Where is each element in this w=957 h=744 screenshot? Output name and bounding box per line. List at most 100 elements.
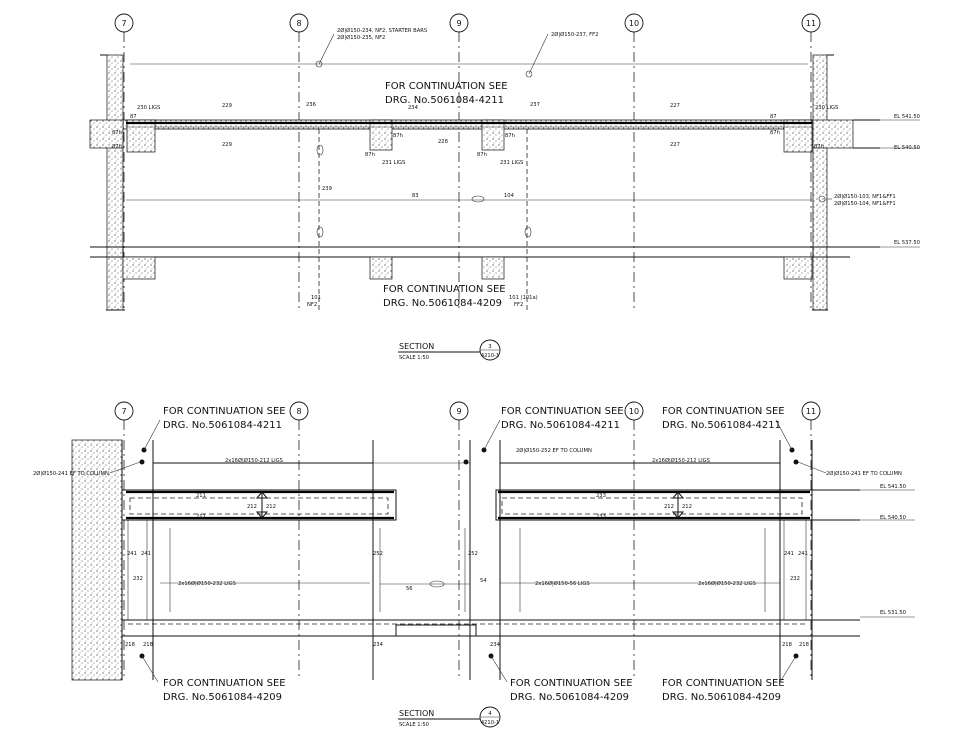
mark-236: 236	[306, 102, 316, 108]
section4-title: SECTION	[399, 709, 434, 718]
section3-note-starter: 2Ø|Ø150-234, NF2, STARTER BARS	[337, 27, 427, 34]
section3-right-wall	[812, 54, 828, 311]
section-4: 7 8 9 10 11	[33, 401, 915, 728]
mark-230-right: 230 LIGS	[815, 105, 838, 111]
mark-234: 234	[408, 105, 419, 111]
section4-cont-left-1: FOR CONTINUATION SEE	[163, 406, 286, 417]
section4-cont-left-2: DRG. No.5061084-4211	[163, 420, 282, 431]
section4-beam-left	[121, 489, 397, 521]
section3-beam-right	[783, 119, 813, 153]
section4-beam-right-rebar	[501, 497, 803, 515]
mark-211-top: 211	[196, 493, 206, 499]
mark-227-top: 227	[670, 103, 680, 109]
section-3: 7 8 9 10 11	[89, 13, 920, 361]
section4-cont-br-2: DRG. No.5061084-4209	[662, 692, 781, 703]
mark-229-bottom: 229	[222, 142, 232, 148]
section3-continuation-top-line1: FOR CONTINUATION SEE	[385, 81, 508, 92]
section4-scale: SCALE 1:50	[399, 722, 429, 728]
mark-87h-left-2: 87h	[112, 144, 122, 150]
mark-101a: 101 (101a)	[509, 295, 538, 301]
section3-footing-3	[481, 256, 505, 280]
mark-241-b: 241	[141, 551, 151, 557]
mark-241-a: 241	[127, 551, 137, 557]
section4-note-ef-mid: 2Ø|Ø150-252 EF TO COLUMN	[516, 447, 592, 454]
mark-87h-right-2: 87h	[814, 144, 824, 150]
section3-grid-bubble-7: 7	[114, 13, 134, 33]
mark-87h-b3: 87h	[505, 133, 515, 139]
section3-note-nf1ff1-b: 2Ø|Ø150-104, NF1&FF1	[834, 200, 896, 207]
section4-note-ligs-232l: 2x16Ø|Ø150-232 LIGS	[178, 580, 236, 587]
svg-text:11: 11	[806, 19, 816, 28]
mark-232-left: 232	[133, 576, 143, 582]
section4-cont-right-1: FOR CONTINUATION SEE	[662, 406, 785, 417]
svg-text:11: 11	[806, 407, 816, 416]
mark-229-top: 229	[222, 103, 232, 109]
section3-grid-bubble-10: 10	[624, 13, 644, 33]
section3-note-nf1ff1-a: 2Ø|Ø150-103, NF1&FF1	[834, 193, 896, 200]
mark-212-right: 212	[266, 504, 276, 510]
section4-cont-bl-1: FOR CONTINUATION SEE	[163, 678, 286, 689]
mark-212-r-left: 212	[664, 504, 674, 510]
section3-grid-bubble-9: 9	[449, 13, 469, 33]
section4-cont-mid-2: DRG. No.5061084-4211	[501, 420, 620, 431]
section4-beam-right	[495, 489, 813, 521]
section4-cont-bl-2: DRG. No.5061084-4209	[163, 692, 282, 703]
section3-level-537: EL 537.50	[894, 240, 920, 246]
section4-note-ef-left: 2Ø|Ø150-241 EF TO COLUMN	[33, 470, 109, 477]
mark-233-bottom: 233	[596, 514, 606, 520]
section3-level-541: EL 541.50	[894, 114, 920, 120]
section4-cont-mid-1: FOR CONTINUATION SEE	[501, 406, 624, 417]
mark-212-left: 212	[247, 504, 257, 510]
section3-left-wall	[106, 54, 124, 311]
section4-level-531: EL 531.50	[880, 610, 906, 616]
section4-note-ligs-56: 2x16Ø|Ø150-56 LIGS	[535, 580, 590, 587]
mark-239: 239	[322, 186, 332, 192]
mark-87-left: 87	[130, 114, 137, 120]
svg-text:10: 10	[629, 407, 639, 416]
section4-number: 4	[488, 711, 492, 717]
section3-top-slab	[122, 119, 814, 130]
mark-230-left: 230 LIGS	[137, 105, 160, 111]
section3-ref: 4210-1	[481, 353, 499, 359]
mark-233-top: 233	[596, 493, 606, 499]
section3-title-block: SECTION SCALE 1:50 3 4210-1	[398, 339, 501, 361]
svg-text:7: 7	[121, 407, 126, 416]
section3-grid-lines	[123, 32, 812, 310]
section3-continuation-top-line2: DRG. No.5061084-4211	[385, 95, 504, 106]
svg-text:8: 8	[296, 19, 301, 28]
mark-237: 237	[530, 102, 540, 108]
section3-scale: SCALE 1:50	[399, 355, 429, 361]
section3-footing-2	[369, 256, 393, 280]
mark-241-c: 241	[784, 551, 794, 557]
mark-232-right: 232	[790, 576, 800, 582]
mark-241-d: 241	[798, 551, 808, 557]
section4-cont-right-2: DRG. No.5061084-4211	[662, 420, 781, 431]
section4-level-541: EL 541.50	[880, 484, 906, 490]
section4-grid-bubble-9: 9	[449, 401, 469, 421]
mark-56: 56	[406, 586, 413, 592]
mark-228: 228	[438, 139, 448, 145]
mark-218-c: 218	[782, 642, 792, 648]
mark-87h-left: 87h	[112, 130, 122, 136]
section4-sump	[395, 624, 477, 637]
section4-note-ligs-213: 2x16Ø|Ø150-212 LIGS	[652, 457, 710, 464]
section4-ref: 4210-1	[481, 720, 499, 726]
svg-text:8: 8	[296, 407, 301, 416]
section3-continuation-bottom-line2: DRG. No.5061084-4209	[383, 298, 502, 309]
section4-left-ground	[71, 439, 123, 681]
mark-234-a: 234	[373, 642, 384, 648]
mark-252-a: 252	[373, 551, 383, 557]
mark-218-d: 218	[799, 642, 809, 648]
mark-252-b: 252	[468, 551, 478, 557]
svg-text:7: 7	[121, 19, 126, 28]
section4-grid-bubble-10: 10	[624, 401, 644, 421]
section4-grid-bubble-8: 8	[289, 401, 309, 421]
mark-nf2: NF2	[307, 302, 317, 308]
mark-83: 83	[412, 193, 419, 199]
mark-218-b: 218	[143, 642, 153, 648]
section4-note-ef-right: 2Ø|Ø150-241 EF TO COLUMN	[826, 470, 902, 477]
section3-footing-left	[122, 256, 156, 280]
mark-87h-right: 87h	[770, 130, 780, 136]
section3-footing-right	[783, 256, 813, 280]
